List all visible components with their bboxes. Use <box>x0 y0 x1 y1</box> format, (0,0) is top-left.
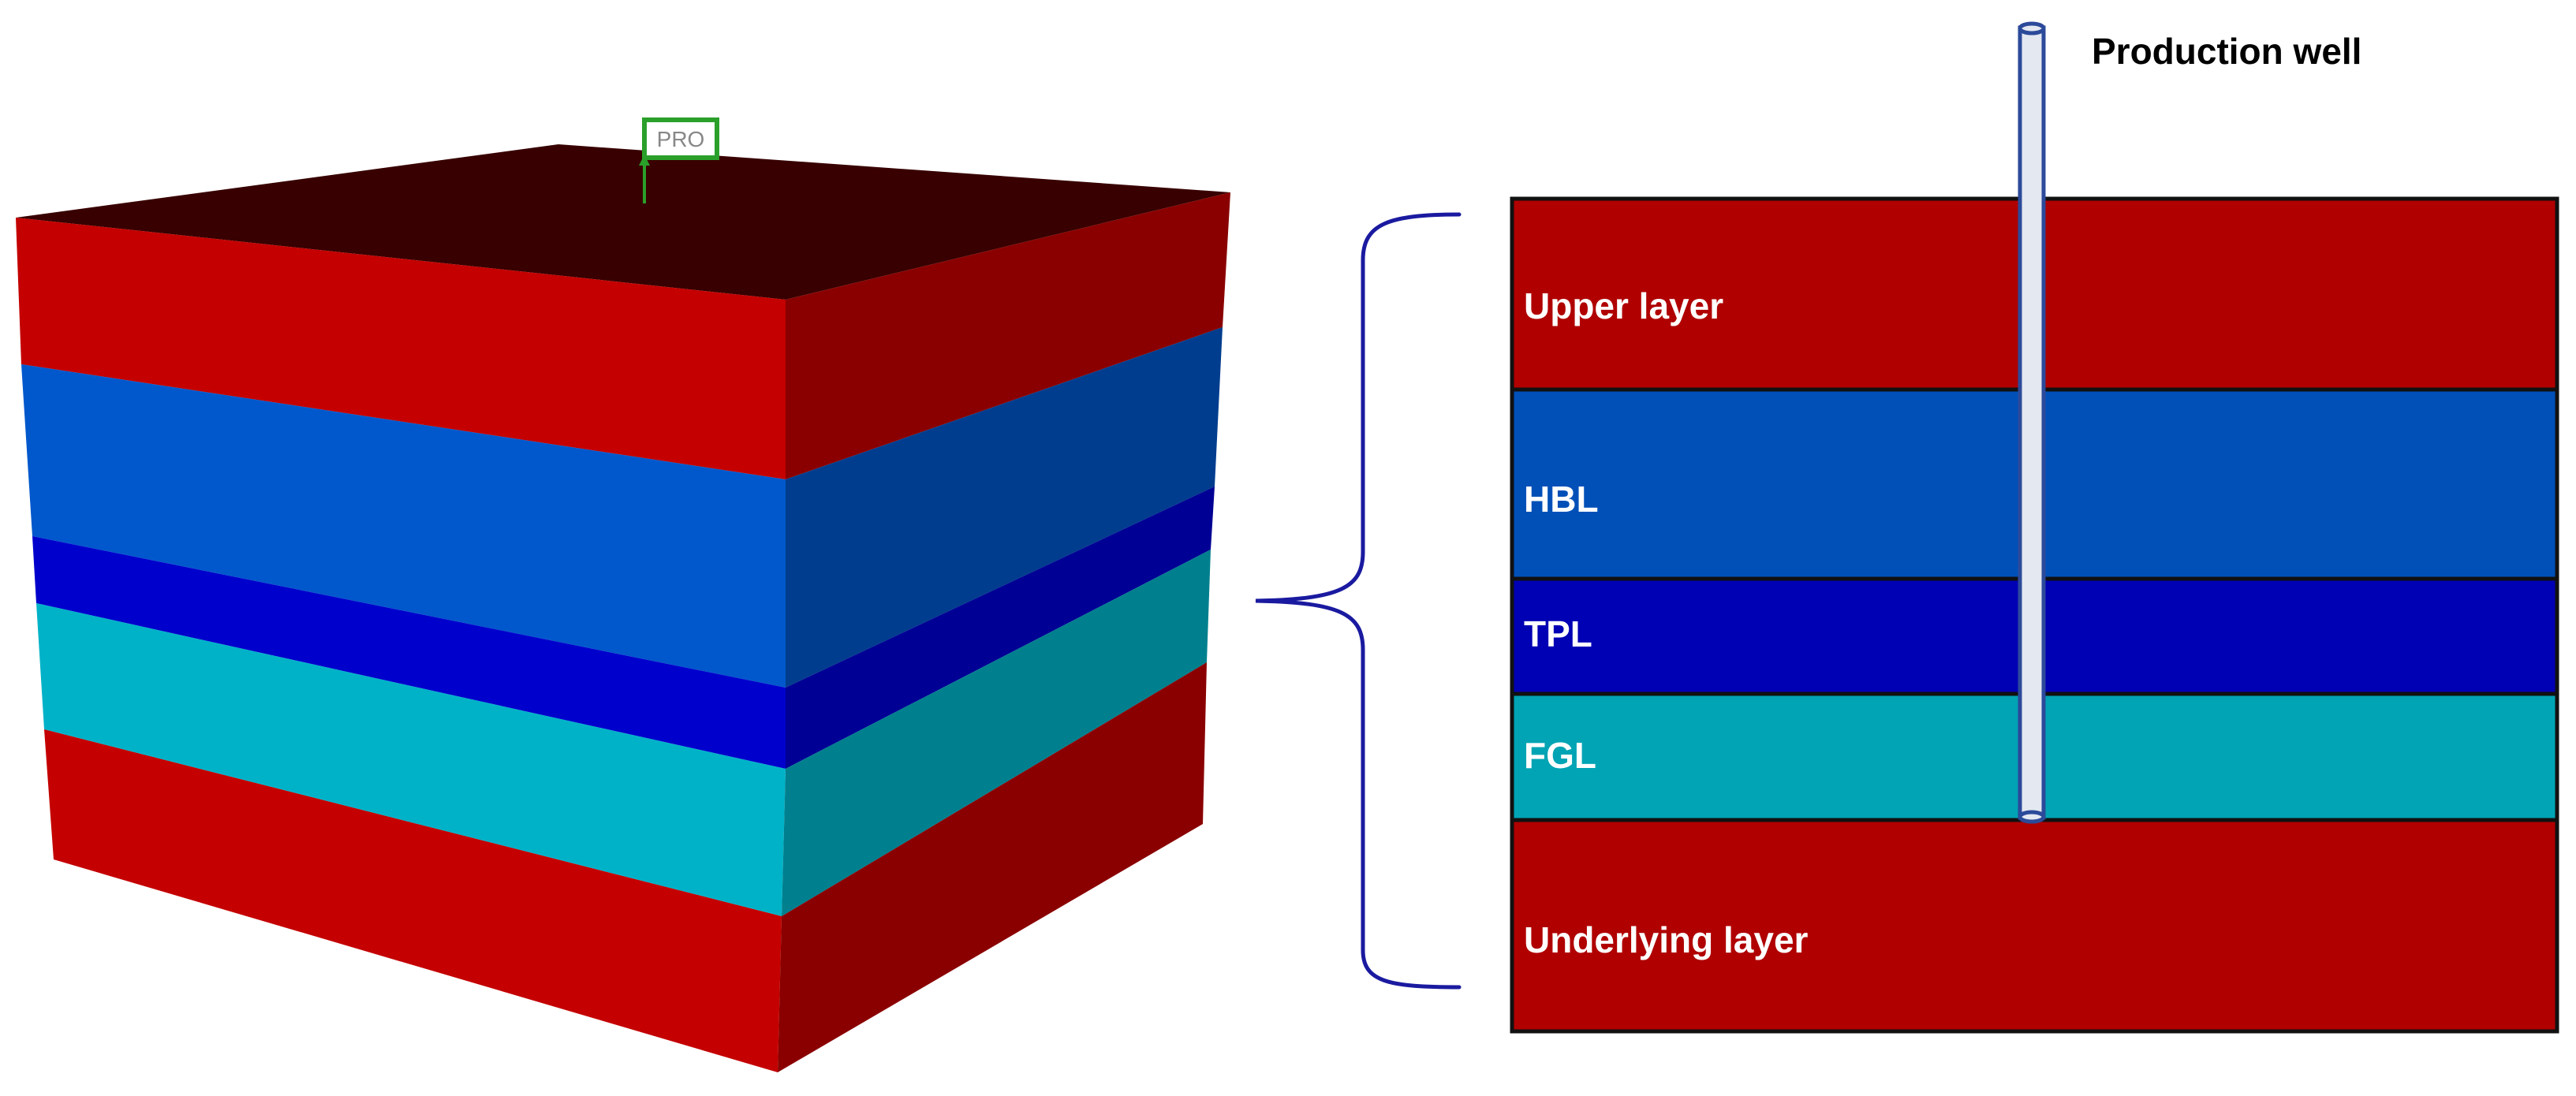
block-upper-layer-front <box>16 218 786 479</box>
block-hbl-side <box>786 327 1223 688</box>
well-marker-badge-label: PRO <box>657 127 705 151</box>
block-top-face <box>16 144 1230 300</box>
production-well-top-cap <box>2018 21 2046 35</box>
section-layer-label-underlying-layer: Underlying layer <box>1524 919 1809 960</box>
reservoir-block-3d: PRO <box>16 117 1230 1072</box>
block-fgl-front <box>36 603 786 916</box>
section-layer-label-tpl: TPL <box>1524 613 1592 654</box>
section-layer-label-upper-layer: Upper layer <box>1524 285 1723 326</box>
block-fgl-side <box>782 550 1211 916</box>
block-underlying-layer-side <box>778 662 1207 1072</box>
block-hbl-front <box>21 364 786 688</box>
block-underlying-layer-front <box>44 729 782 1072</box>
section-layer-label-fgl: FGL <box>1524 735 1596 776</box>
block-tpl-front <box>32 536 786 769</box>
section-layer-label-hbl: HBL <box>1524 479 1599 520</box>
block-tpl-side <box>786 486 1215 769</box>
well-marker-badge <box>642 117 719 160</box>
production-well-bottom-cap <box>2018 810 2046 824</box>
block-upper-layer-side <box>786 192 1230 479</box>
production-well <box>2018 21 2046 824</box>
brace-connector <box>1255 212 1462 990</box>
production-well-tube <box>2018 25 2046 820</box>
section-layer-underlying-layer <box>1510 818 2559 1034</box>
production-well-label: Production well <box>2092 31 2361 72</box>
well-marker: PRO <box>639 117 719 203</box>
